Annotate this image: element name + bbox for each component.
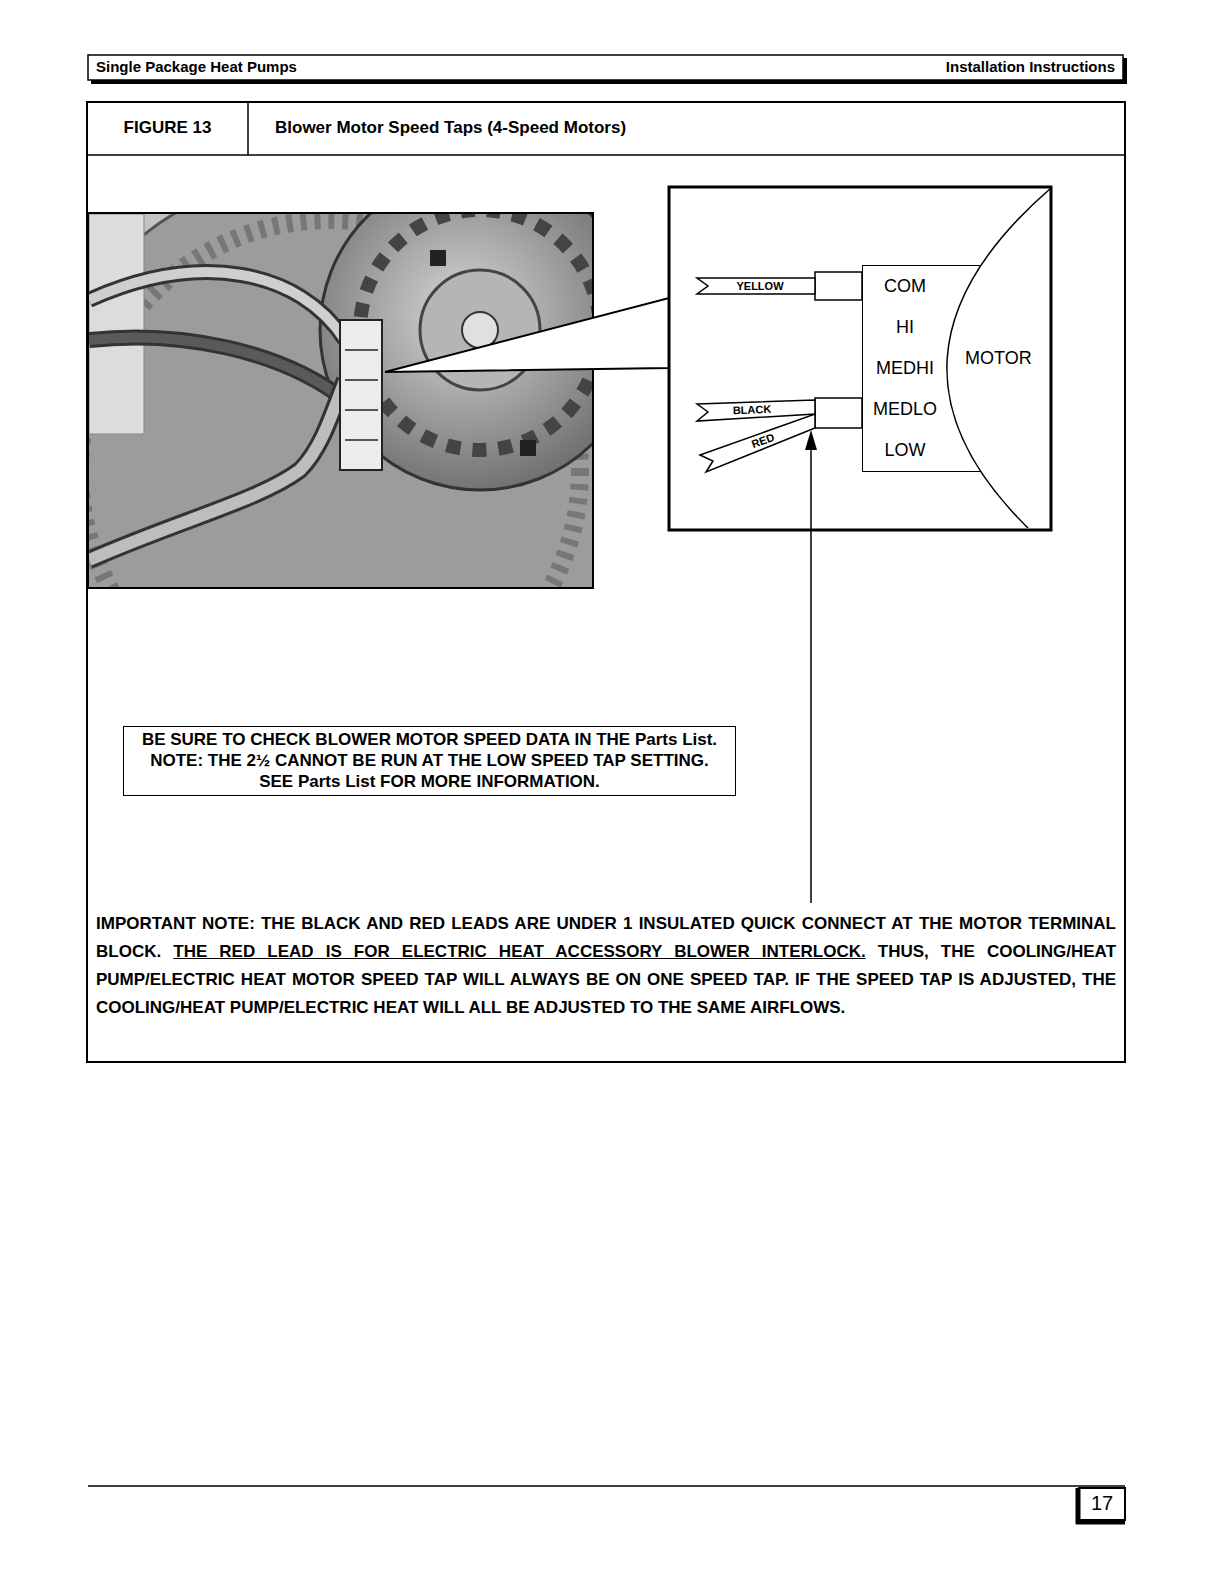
- lead-wire: [89, 380, 345, 560]
- speed-tap-label: HI: [863, 317, 947, 338]
- motor-bolt: [520, 440, 536, 456]
- wire-label: BLACK: [733, 404, 772, 416]
- note-sentence: THE RED LEAD IS FOR ELECTRIC HEAT ACCESS…: [173, 942, 865, 961]
- figure-title: Blower Motor Speed Taps (4-Speed Motors): [275, 118, 626, 138]
- yellow-wire: [697, 278, 815, 294]
- terminal-mark: [345, 349, 378, 351]
- figure-number: FIGURE 13: [87, 118, 248, 138]
- label-plate: [89, 214, 144, 434]
- speed-tap-label: MEDLO: [863, 399, 947, 420]
- terminal-mark: [345, 409, 378, 411]
- footer-rule: [88, 1485, 1125, 1487]
- note-text: BE SURE TO CHECK BLOWER MOTOR SPEED DATA…: [132, 729, 727, 750]
- note-text: NOTE: THE 2½ CANNOT BE RUN AT THE LOW SP…: [132, 750, 727, 792]
- motor-outline: MOTOR: [945, 188, 1051, 528]
- motor-label: MOTOR: [965, 348, 1032, 369]
- terminal-mark: [345, 379, 378, 381]
- lead-wire: [89, 380, 345, 560]
- photo-terminal-block: [340, 320, 382, 470]
- important-note: IMPORTANT NOTE: THE BLACK AND RED LEADS …: [96, 910, 1116, 1022]
- motor-photo: [89, 214, 592, 587]
- page-number-box: [1079, 1488, 1125, 1520]
- photo-frame: [88, 213, 593, 588]
- quick-connect: [815, 398, 862, 428]
- header-shadow: [91, 80, 1127, 84]
- motor-shaft: [462, 312, 498, 348]
- note-box: BE SURE TO CHECK BLOWER MOTOR SPEED DATA…: [123, 726, 736, 796]
- header-text: Single Package Heat Pumps: [96, 58, 297, 75]
- title-divider: [247, 102, 249, 155]
- terminal-block: COM HI MEDHI MEDLO LOW: [862, 265, 981, 472]
- zoom-wedge: [385, 298, 669, 372]
- speed-tap-label: LOW: [863, 440, 947, 461]
- black-wire: [697, 400, 815, 421]
- page-number-shadow: [1076, 1488, 1081, 1524]
- speed-tap-label: COM: [863, 276, 947, 297]
- red-wire: [700, 414, 815, 472]
- pointer-head: [805, 430, 817, 450]
- header-text: Installation Instructions: [946, 58, 1115, 75]
- quick-connect: [815, 272, 862, 300]
- lead-wire: [89, 338, 345, 401]
- title-rule: [87, 154, 1125, 156]
- lead-wire: [89, 338, 345, 401]
- pointer-line: [810, 446, 812, 903]
- speed-tap-label: MEDHI: [863, 358, 947, 379]
- terminal-mark: [345, 439, 378, 441]
- motor-bolt: [430, 250, 446, 266]
- page-number-shadow: [1076, 1520, 1125, 1525]
- wire-label: YELLOW: [736, 281, 783, 292]
- motor-arc-line: [947, 188, 1051, 528]
- header-bar: [88, 55, 1123, 80]
- page-number: 17: [1079, 1492, 1125, 1515]
- callout-frame: [669, 187, 1051, 530]
